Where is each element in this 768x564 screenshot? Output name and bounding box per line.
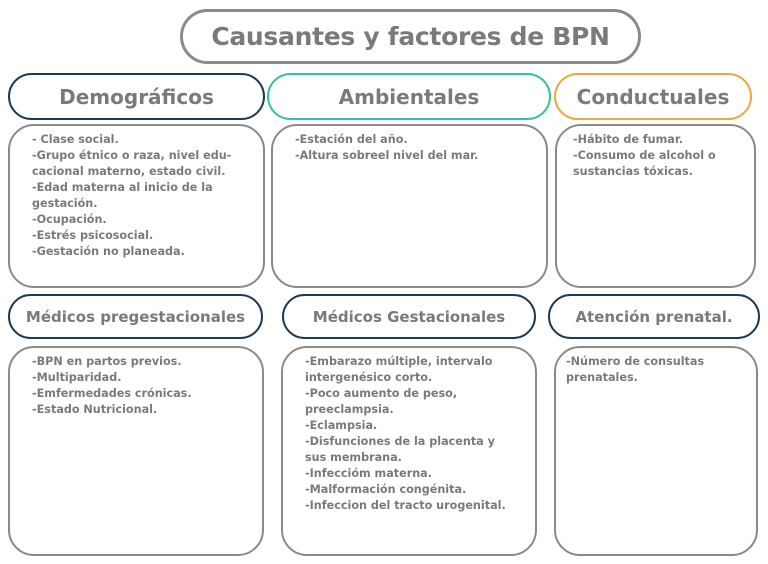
header-ambientales: Ambientales (267, 73, 551, 120)
factor-line: sus membrana. (305, 451, 402, 464)
header-demograficos: Demográficos (8, 73, 265, 120)
box-atencion-prenatal: -Número de consultas prenatales. (554, 346, 758, 556)
factor-line: sustancias tóxicas. (573, 165, 693, 178)
factor-line: prenatales. (566, 371, 638, 384)
factor-line: -Eclampsia. (305, 419, 378, 432)
factor-line: -Edad materna al inicio de la (32, 181, 213, 194)
factor-line: -Número de consultas (566, 355, 705, 368)
factor-line: -Infeccióm materna. (305, 467, 432, 480)
diagram-title: Causantes y factores de BPN (180, 9, 641, 64)
factor-line: -BPN en partos previos. (32, 355, 182, 368)
factor-line: -Estado Nutricional. (32, 403, 158, 416)
header-medicos-pregestacionales: Médicos pregestacionales (8, 294, 263, 339)
box-conductuales: -Hábito de fumar. -Consumo de alcohol o su… (555, 124, 756, 288)
factor-line: -Disfunciones de la placenta y (305, 435, 495, 448)
factor-line: -Infeccion del tracto urogenital. (305, 499, 506, 512)
factor-line: gestación. (32, 197, 98, 210)
header-atencion-prenatal: Atención prenatal. (548, 294, 760, 339)
box-medicos-gestacionales: -Embarazo múltiple, intervalo intergenési… (281, 346, 537, 556)
factor-line: -Estación del año. (295, 133, 408, 146)
factor-line: -Estrés psicosocial. (32, 229, 154, 242)
factor-line: cacional materno, estado civil. (32, 165, 226, 178)
factor-line: -Gestación no planeada. (32, 245, 185, 258)
header-conductuales: Conductuales (554, 73, 752, 120)
factor-line: intergenésico corto. (305, 371, 433, 384)
factor-line: -Poco aumento de peso, (305, 387, 458, 400)
factor-line: -Hábito de fumar. (573, 133, 684, 146)
factor-line: -Embarazo múltiple, intervalo (305, 355, 493, 368)
box-medicos-pregestacionales: -BPN en partos previos. -Multiparidad. -Em… (8, 346, 264, 556)
box-ambientales: -Estación del año. -Altura sobreel nivel … (271, 124, 548, 288)
factor-line: -Grupo étnico o raza, nivel edu- (32, 149, 232, 162)
header-medicos-gestacionales: Médicos Gestacionales (282, 294, 536, 339)
factor-line: -Malformación congénita. (305, 483, 467, 496)
box-demograficos: - Clase social. -Grupo étnico o raza, niv… (8, 124, 265, 288)
factor-line: -Ocupación. (32, 213, 107, 226)
factor-line: -Consumo de alcohol o (573, 149, 716, 162)
factor-line: - Clase social. (32, 133, 119, 146)
factor-line: -Altura sobreel nivel del mar. (295, 149, 479, 162)
factor-line: -Emfermedades crónicas. (32, 387, 192, 400)
factor-line: preeclampsia. (305, 403, 394, 416)
factor-line: -Multiparidad. (32, 371, 122, 384)
